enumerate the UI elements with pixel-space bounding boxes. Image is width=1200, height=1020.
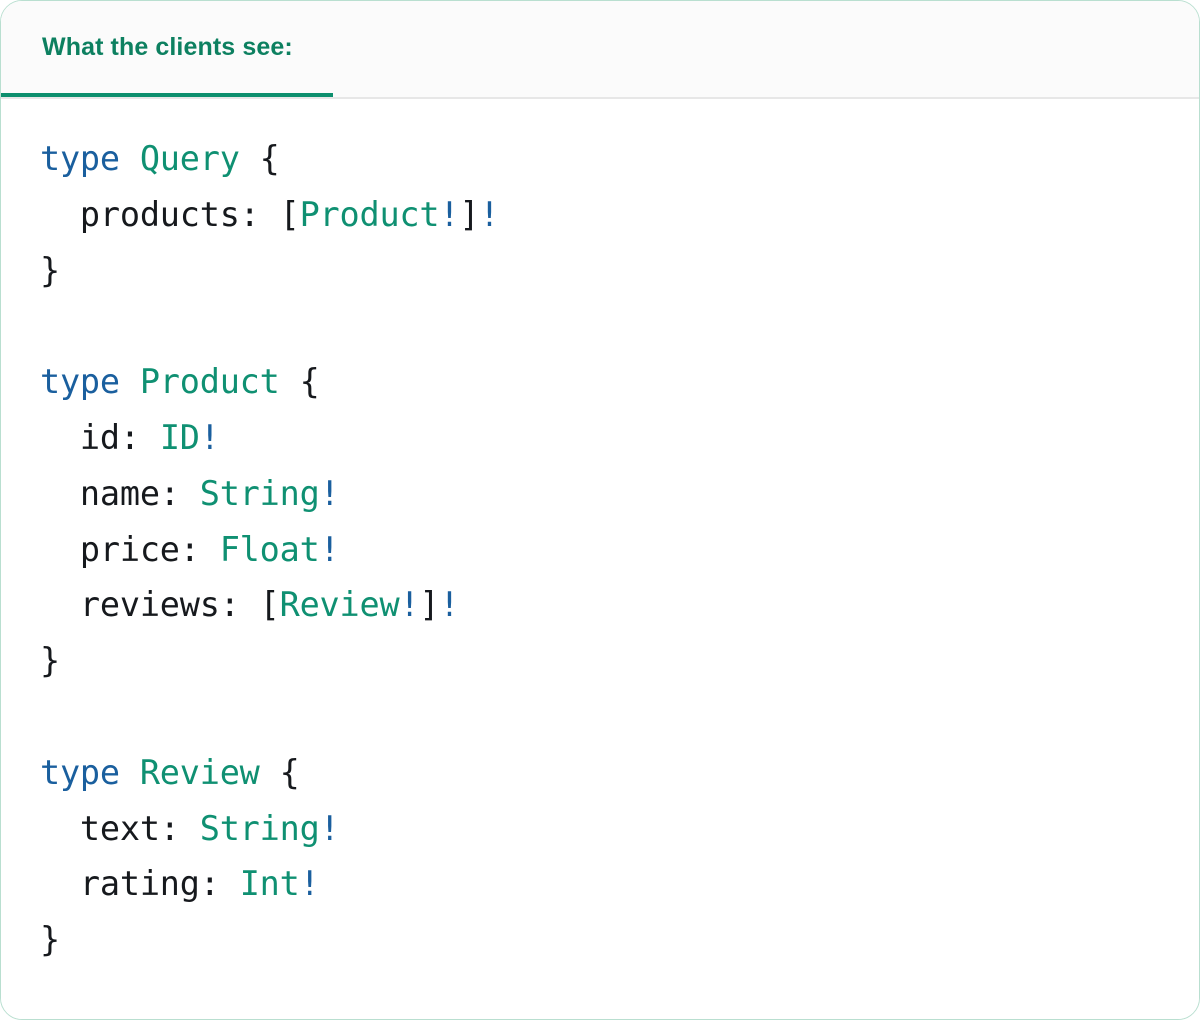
code-token-kw: type — [40, 139, 120, 178]
code-token-kw: type — [40, 362, 120, 402]
code-line: text: String! — [40, 801, 1199, 857]
code-token-bang: ! — [439, 585, 460, 625]
tab-label: What the clients see: — [42, 32, 293, 61]
code-token-tname: ID — [159, 417, 200, 457]
code-line: } — [40, 912, 1199, 968]
code-token-fld: reviews: [ — [40, 585, 280, 625]
code-line: rating: Int! — [40, 856, 1199, 912]
graphql-schema-code[interactable]: type Query { products: [Product!]!}type … — [1, 131, 1199, 968]
code-token-tname: Product — [139, 362, 280, 402]
code-token-bang: ! — [319, 529, 340, 569]
code-blank-line — [40, 298, 1199, 354]
code-line: } — [40, 633, 1199, 689]
code-token-fld: text: — [40, 808, 200, 848]
code-line: reviews: [Review!]! — [40, 577, 1199, 633]
code-line: id: ID! — [40, 410, 1199, 466]
code-token-tname: String — [199, 473, 320, 513]
code-token-bang: ! — [319, 473, 340, 513]
code-blank-line — [40, 689, 1199, 745]
code-token-tname: Float — [219, 529, 320, 569]
code-token-punc: } — [40, 641, 60, 681]
code-token-punc: } — [40, 250, 60, 290]
code-token-fld: name: — [40, 473, 200, 513]
code-token-fld: rating: — [40, 864, 240, 904]
code-line: name: String! — [40, 466, 1199, 522]
code-body: type Query { products: [Product!]!}type … — [1, 99, 1199, 1019]
code-token-punc: ] — [459, 194, 480, 234]
code-line: products: [Product!]! — [40, 187, 1199, 243]
code-token-fld: id: — [40, 417, 160, 457]
code-token-bang: ! — [299, 864, 320, 904]
code-token-punc — [120, 753, 140, 792]
code-token-punc — [120, 362, 140, 401]
code-token-tname: Review — [139, 752, 260, 792]
code-token-fld: products: [ — [40, 194, 300, 234]
code-line: } — [40, 243, 1199, 299]
tab-what-the-clients-see[interactable]: What the clients see: — [1, 1, 333, 97]
code-token-tname: Int — [239, 864, 300, 904]
code-token-bang: ! — [479, 194, 500, 234]
code-token-fld: price: — [40, 529, 220, 569]
code-token-punc: { — [279, 362, 320, 402]
code-token-bang: ! — [439, 194, 460, 234]
code-token-tname: Product — [299, 194, 440, 234]
tab-strip: What the clients see: — [1, 1, 333, 97]
code-token-bang: ! — [319, 808, 340, 848]
code-line: type Product { — [40, 354, 1199, 410]
code-token-punc: { — [259, 752, 300, 792]
code-token-bang: ! — [399, 585, 420, 625]
code-line: type Review { — [40, 745, 1199, 801]
code-token-bang: ! — [199, 417, 220, 457]
code-token-tname: Query — [139, 139, 240, 178]
code-line: price: Float! — [40, 522, 1199, 578]
code-token-punc: } — [40, 920, 60, 960]
code-token-punc: { — [239, 139, 280, 178]
code-token-punc: ] — [419, 585, 440, 625]
code-token-tname: Review — [279, 585, 400, 625]
code-token-kw: type — [40, 752, 120, 792]
code-token-tname: String — [199, 808, 320, 848]
card-header: What the clients see: — [1, 1, 1199, 99]
code-line: type Query { — [40, 131, 1199, 187]
code-token-punc — [120, 139, 140, 178]
